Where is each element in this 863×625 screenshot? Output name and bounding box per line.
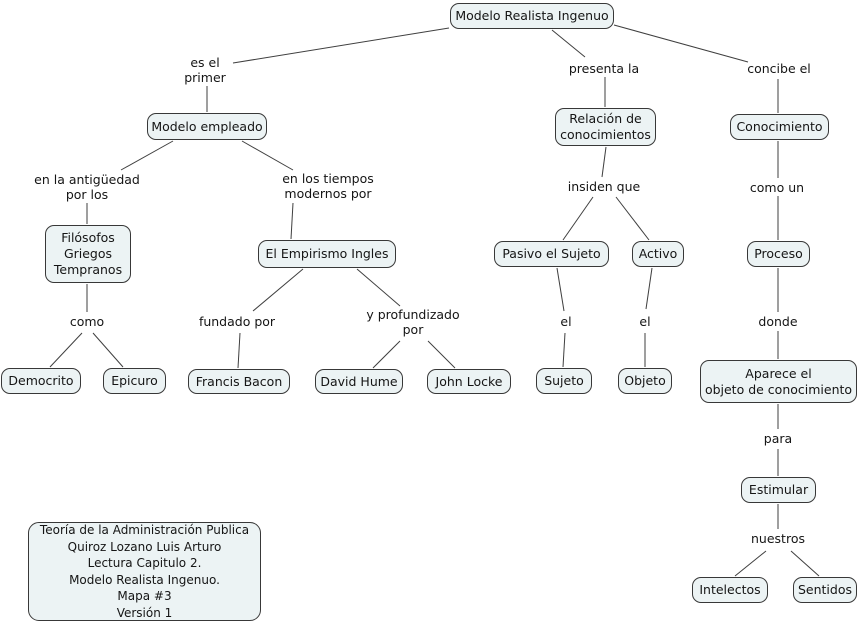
concept-node-john-locke[interactable]: John Locke (427, 369, 511, 394)
concept-node-activo[interactable]: Activo (632, 241, 684, 267)
link-label-presenta-la[interactable]: presenta la (568, 61, 640, 76)
concept-node-objeto[interactable]: Objeto (618, 368, 672, 394)
concept-node-modelo-realista-ingenuo[interactable]: Modelo Realista Ingenuo (450, 3, 614, 29)
link-label-como-un[interactable]: como un (749, 180, 805, 195)
link-label-fundado-por[interactable]: fundado por (198, 314, 276, 329)
connector-line (241, 140, 294, 171)
connector-line (556, 267, 565, 312)
link-label-concibe-el[interactable]: concibe el (747, 61, 811, 76)
concept-node-democrito[interactable]: Democrito (1, 368, 81, 394)
link-label-donde[interactable]: donde (758, 314, 798, 329)
concept-node-aparece-objeto[interactable]: Aparece el objeto de conocimiento (700, 360, 857, 403)
connector-line (356, 268, 401, 307)
link-label-nuestros[interactable]: nuestros (751, 531, 805, 546)
connector-line (237, 332, 241, 369)
connector-line (427, 340, 456, 369)
concept-node-modelo-empleado[interactable]: Modelo empleado (147, 113, 267, 140)
connector-line (232, 27, 450, 64)
connector-line (562, 332, 566, 368)
concept-node-filosofos-griegos[interactable]: Filósofos Griegos Tempranos (45, 225, 131, 283)
link-label-para[interactable]: para (763, 431, 793, 446)
connector-line (613, 24, 749, 63)
link-label-en-la-antiguedad[interactable]: en la antigüedad por los (34, 172, 140, 202)
concept-node-intelectos[interactable]: Intelectos (692, 577, 768, 603)
concept-node-relacion-de-conocimientos[interactable]: Relación de conocimientos (555, 108, 656, 146)
connector-line (734, 550, 767, 577)
link-label-es-el-primer[interactable]: es el primer (184, 55, 226, 85)
connector-line (49, 332, 83, 368)
concept-node-sentidos[interactable]: Sentidos (793, 577, 857, 603)
concept-node-conocimiento[interactable]: Conocimiento (730, 114, 829, 140)
concept-node-pasivo-el-sujeto[interactable]: Pasivo el Sujeto (494, 241, 609, 267)
connector-line (551, 29, 586, 58)
link-label-en-los-tiempos[interactable]: en los tiempos modernos por (282, 171, 374, 201)
concept-node-david-hume[interactable]: David Hume (315, 369, 403, 394)
concept-node-francis-bacon[interactable]: Francis Bacon (188, 369, 290, 394)
connector-line (615, 196, 650, 241)
connector-line (790, 550, 820, 577)
connector-line (372, 340, 401, 369)
connector-line (92, 332, 124, 368)
connector-line (601, 146, 607, 178)
connector-line (252, 268, 304, 312)
connector-line (120, 140, 174, 171)
link-label-y-profundizado-por[interactable]: y profundizado por (366, 307, 460, 337)
concept-node-epicuro[interactable]: Epicuro (103, 368, 166, 394)
link-label-el-sujeto[interactable]: el (560, 314, 572, 329)
connector-line (290, 202, 294, 240)
concept-node-proceso[interactable]: Proceso (747, 241, 810, 267)
link-label-el-objeto[interactable]: el (639, 314, 651, 329)
connector-line (645, 267, 653, 310)
link-label-como[interactable]: como (69, 314, 105, 329)
connector-line (562, 196, 594, 241)
legend-info-box[interactable]: Teoría de la Administración Publica Quir… (28, 522, 261, 621)
concept-node-sujeto[interactable]: Sujeto (536, 368, 592, 394)
concept-node-empirismo-ingles[interactable]: El Empirismo Ingles (258, 240, 396, 268)
concept-node-estimular[interactable]: Estimular (741, 477, 816, 503)
link-label-insiden-que[interactable]: insiden que (567, 179, 641, 194)
